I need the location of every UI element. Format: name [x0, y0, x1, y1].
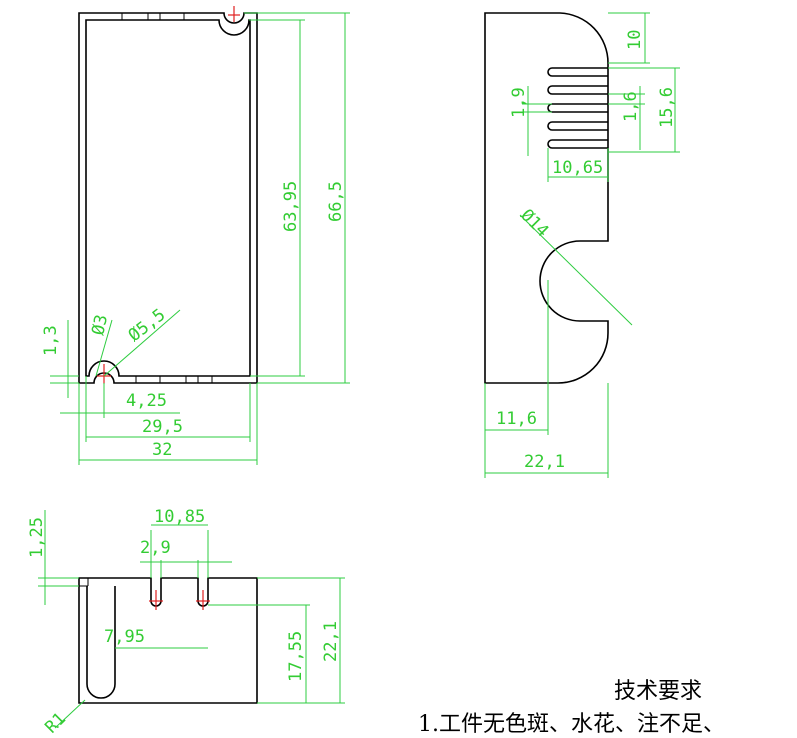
front-dim-height-inner: 63,95 [281, 181, 301, 232]
front-dimension-lines [50, 12, 350, 465]
side-dim-fin-gap: 1,6 [621, 91, 641, 122]
end-dim-slot-span: 10,85 [154, 507, 205, 527]
side-outline [484, 12, 609, 384]
front-dim-offset: 4,25 [126, 391, 167, 411]
end-slot [86, 586, 116, 699]
side-dim-fin-len: 10,65 [552, 158, 603, 178]
side-dim-width: 22,1 [524, 452, 565, 472]
side-dim-fin-pitch: 1,9 [509, 87, 529, 118]
front-view: 63,95 66,5 Ø5,5 Ø3 1,3 4,25 29,5 32 [41, 6, 350, 465]
end-view: 10,85 2,9 1,25 7,95 17,55 22,1 R1 [27, 507, 345, 737]
side-dim-fin-span: 15,6 [657, 87, 677, 128]
end-hole-centers [149, 590, 210, 610]
notes-title: 技术要求 [614, 679, 703, 704]
end-dim-lip: 1,25 [27, 517, 47, 558]
front-dim-height-total: 66,5 [326, 181, 346, 222]
front-ribs [121, 13, 213, 383]
front-dim-hole-d2: Ø3 [88, 313, 112, 337]
end-dim-radius: R1 [41, 709, 70, 737]
front-dim-hole-d: Ø5,5 [125, 305, 170, 346]
side-dim-arc-d: Ø14 [516, 205, 552, 241]
front-dim-width-total: 32 [152, 440, 172, 460]
side-dimension-lines [484, 12, 680, 478]
side-dim-top: 10 [625, 30, 645, 50]
end-dim-inner-h: 17,55 [286, 631, 306, 682]
end-dim-slot-w: 2,9 [140, 538, 171, 558]
side-fins [547, 67, 608, 149]
side-view: 10 1,9 1,6 15,6 10,65 Ø14 11,6 22,1 [484, 12, 680, 478]
end-dim-total-h: 22,1 [321, 621, 341, 662]
front-dim-width-inner: 29,5 [142, 417, 183, 437]
end-dimension-lines [38, 510, 345, 729]
front-hole-centers [97, 6, 240, 384]
front-dim-lip: 1,3 [41, 325, 61, 356]
end-dim-slot-pos: 7,95 [104, 627, 145, 647]
notes-line-1: 1.工件无色斑、水花、注不足、 [418, 712, 725, 737]
side-dim-arc-x: 11,6 [496, 409, 537, 429]
